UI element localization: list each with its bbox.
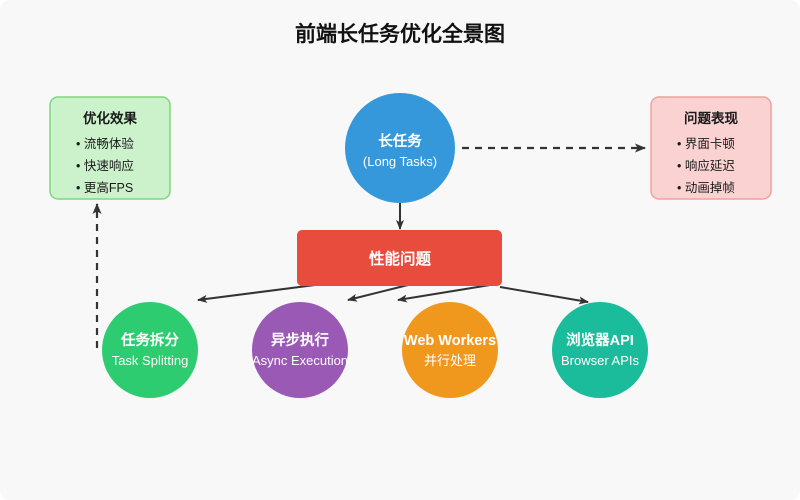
node-browser-apis-label-cn: 浏览器API	[566, 331, 634, 349]
panel-effects-title: 优化效果	[83, 110, 137, 126]
node-long-tasks[interactable]: 长任务 (Long Tasks)	[345, 93, 455, 203]
edge-problem-to-browser-apis	[499, 286, 589, 305]
panel-effects-item-0: • 流畅体验	[76, 136, 134, 151]
panel-symptoms-item-1: • 响应延迟	[677, 158, 735, 173]
node-long-tasks-label-cn: 长任务	[378, 132, 422, 150]
node-browser-apis-shape	[552, 302, 648, 398]
panel-problem-symptoms[interactable]: 问题表现 • 界面卡顿 • 响应延迟 • 动画掉帧	[650, 96, 772, 200]
panel-symptoms-item-0: • 界面卡顿	[677, 137, 735, 151]
node-task-splitting[interactable]: 任务拆分 Task Splitting	[102, 302, 198, 398]
node-browser-apis[interactable]: 浏览器API Browser APIs	[552, 302, 648, 398]
edge-layer	[92, 143, 646, 348]
page-title: 前端长任务优化全景图	[295, 22, 505, 46]
panel-effects-item-2: • 更高FPS	[76, 180, 133, 195]
node-long-tasks-shape	[345, 93, 455, 203]
panel-symptoms-item-2: • 动画掉帧	[677, 181, 735, 195]
node-browser-apis-label-en: Browser APIs	[561, 353, 640, 368]
node-performance-problem-label: 性能问题	[369, 249, 432, 268]
node-long-tasks-label-en: (Long Tasks)	[363, 154, 437, 169]
panel-symptoms-title: 问题表现	[684, 110, 738, 126]
node-task-splitting-label-cn: 任务拆分	[120, 331, 179, 349]
panel-effects-item-1: • 快速响应	[76, 158, 134, 173]
node-web-workers-shape	[402, 302, 498, 398]
node-web-workers[interactable]: Web Workers 并行处理	[402, 302, 498, 398]
node-async-execution-shape	[252, 302, 348, 398]
node-web-workers-label-en: 并行处理	[424, 353, 476, 368]
node-task-splitting-label-en: Task Splitting	[112, 353, 189, 368]
node-async-execution-label-en: Async Execution	[252, 353, 348, 368]
edge-problem-to-task-splitting	[197, 284, 316, 303]
edge-problem-to-async-execution	[347, 284, 409, 302]
node-performance-problem[interactable]: 性能问题	[297, 230, 502, 286]
node-performance-problem-shape	[297, 230, 502, 286]
node-web-workers-label-cn: Web Workers	[404, 333, 496, 349]
panel-effects-box	[49, 96, 171, 200]
edge-problem-to-web-workers	[397, 284, 491, 303]
node-task-splitting-shape	[102, 302, 198, 398]
node-async-execution-label-cn: 异步执行	[271, 331, 329, 349]
panel-symptoms-box	[650, 96, 772, 200]
panel-optimization-effects[interactable]: 优化效果 • 流畅体验 • 快速响应 • 更高FPS	[49, 96, 171, 200]
node-async-execution[interactable]: 异步执行 Async Execution	[252, 302, 348, 398]
